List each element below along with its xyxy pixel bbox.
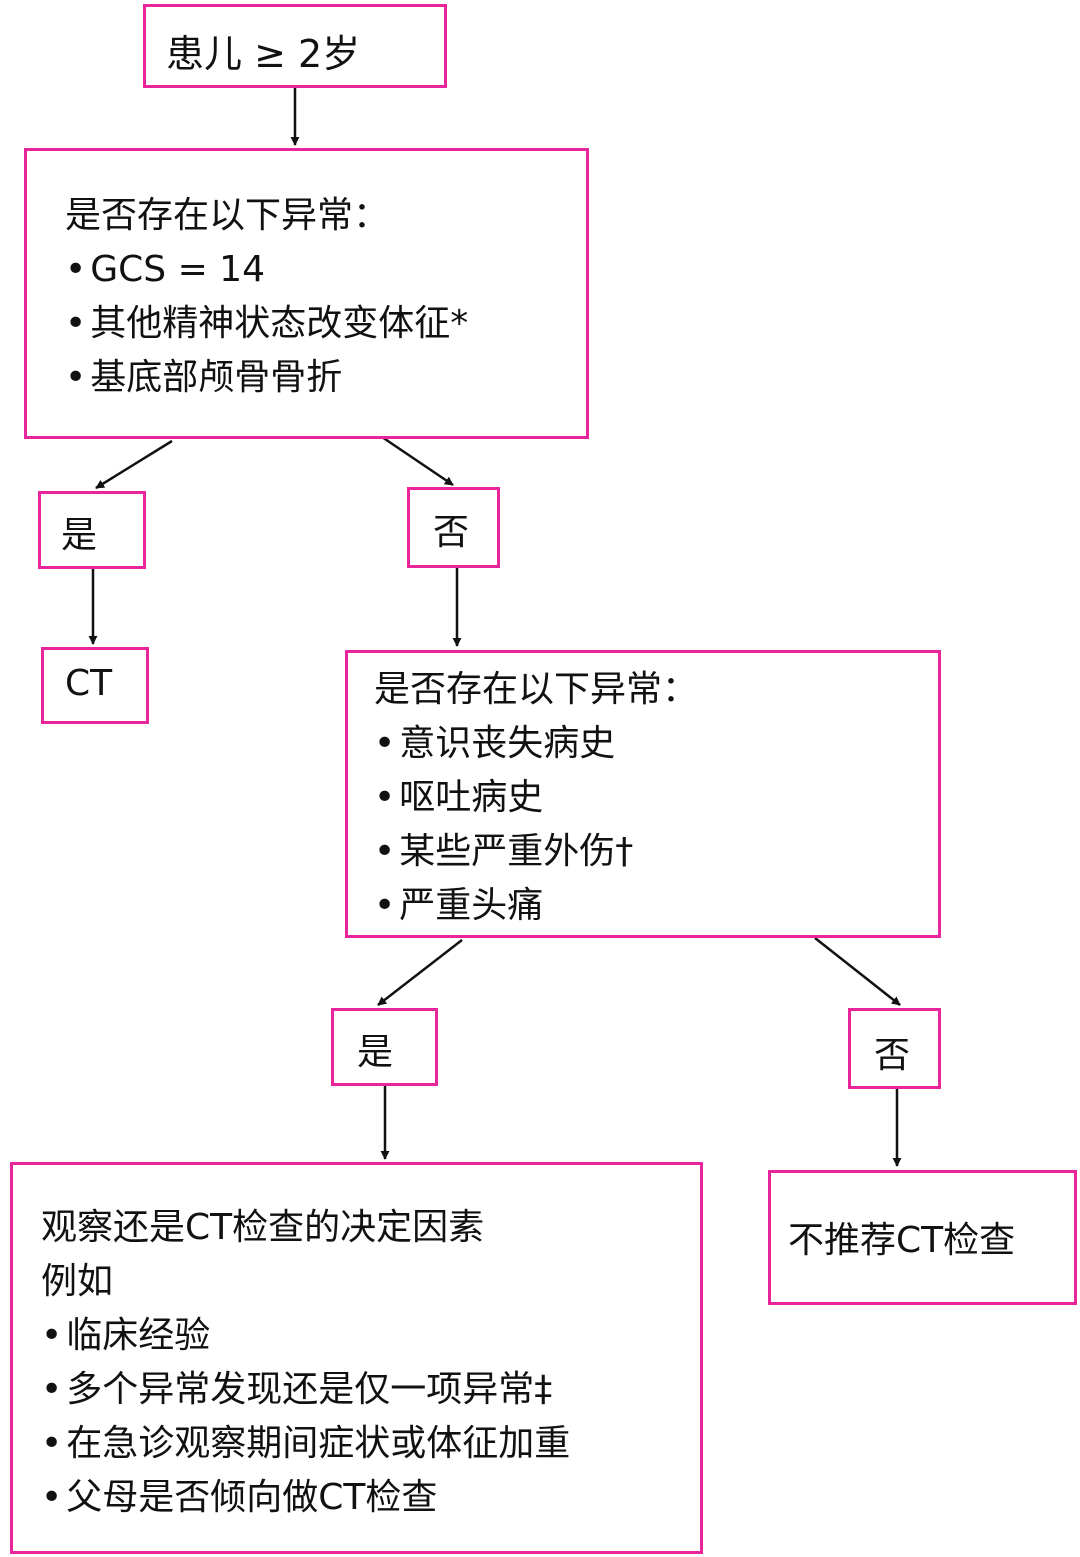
bullet: • xyxy=(65,357,87,398)
no-ct-label: 不推荐CT检查 xyxy=(788,1220,1016,1261)
observe-item: •临床经验 xyxy=(41,1309,570,1363)
question2-item-text: 严重头痛 xyxy=(399,885,544,926)
question2-item: •严重头痛 xyxy=(374,879,698,933)
no-ct-box: 不推荐CT检查 xyxy=(768,1170,1077,1305)
bullet: • xyxy=(374,831,396,872)
observe-item-text: 父母是否倾向做CT检查 xyxy=(66,1477,438,1518)
yes2-label: 是 xyxy=(357,1032,394,1073)
arrow-question1-to-no1 xyxy=(381,435,454,487)
no2-label: 否 xyxy=(874,1035,911,1076)
question2-item: •意识丧失病史 xyxy=(374,717,698,771)
question2-box: 是否存在以下异常： •意识丧失病史 •呕吐病史 •某些严重外伤† •严重头痛 xyxy=(345,650,941,938)
ct-label: CT xyxy=(65,663,113,704)
observe-item-text: 在急诊观察期间症状或体征加重 xyxy=(66,1423,571,1464)
start-box: 患儿 ≥ 2岁 xyxy=(143,4,447,88)
yes1-box: 是 xyxy=(38,491,146,569)
bullet: • xyxy=(374,885,396,926)
question1-item: •GCS = 14 xyxy=(65,243,468,297)
bullet: • xyxy=(65,303,87,344)
question2-title: 是否存在以下异常： xyxy=(374,669,699,710)
observe-item: •多个异常发现还是仅一项异常‡ xyxy=(41,1363,570,1417)
observe-box: 观察还是CT检查的决定因素 例如 •临床经验 •多个异常发现还是仅一项异常‡ •… xyxy=(10,1162,703,1554)
question1-box: 是否存在以下异常： •GCS = 14 •其他精神状态改变体征* •基底部颅骨骨… xyxy=(24,148,589,439)
question1-item-text: GCS = 14 xyxy=(90,249,265,290)
arrow-question2-to-no2 xyxy=(814,937,901,1006)
bullet: • xyxy=(374,723,396,764)
bullet: • xyxy=(41,1315,63,1356)
question1-item: •基底部颅骨骨折 xyxy=(65,351,468,405)
question2-content: 是否存在以下异常： •意识丧失病史 •呕吐病史 •某些严重外伤† •严重头痛 xyxy=(374,663,698,933)
bullet: • xyxy=(65,249,87,290)
yes2-box: 是 xyxy=(331,1008,438,1086)
observe-item-text: 多个异常发现还是仅一项异常‡ xyxy=(66,1369,553,1410)
question1-title: 是否存在以下异常： xyxy=(65,195,390,236)
observe-item-text: 临床经验 xyxy=(66,1315,211,1356)
bullet: • xyxy=(374,777,396,818)
question1-item-text: 基底部颅骨骨折 xyxy=(90,357,343,398)
observe-subtitle: 例如 xyxy=(41,1261,114,1302)
question2-item: •呕吐病史 xyxy=(374,771,698,825)
observe-content: 观察还是CT检查的决定因素 例如 •临床经验 •多个异常发现还是仅一项异常‡ •… xyxy=(41,1201,570,1525)
bullet: • xyxy=(41,1477,63,1518)
ct-box: CT xyxy=(41,647,149,724)
question1-item: •其他精神状态改变体征* xyxy=(65,297,468,351)
question2-item-text: 某些严重外伤† xyxy=(399,831,634,872)
no1-box: 否 xyxy=(407,487,500,568)
question2-item-text: 意识丧失病史 xyxy=(399,723,616,764)
yes1-label: 是 xyxy=(61,515,98,556)
observe-title: 观察还是CT检查的决定因素 xyxy=(41,1207,485,1248)
question2-item-text: 呕吐病史 xyxy=(399,777,544,818)
arrow-question2-to-yes2 xyxy=(377,939,463,1006)
no2-box: 否 xyxy=(848,1008,941,1089)
start-label: 患儿 ≥ 2岁 xyxy=(166,32,361,76)
question1-content: 是否存在以下异常： •GCS = 14 •其他精神状态改变体征* •基底部颅骨骨… xyxy=(65,189,468,405)
observe-item: •在急诊观察期间症状或体征加重 xyxy=(41,1417,570,1471)
question2-item: •某些严重外伤† xyxy=(374,825,698,879)
bullet: • xyxy=(41,1423,63,1464)
arrow-question1-to-yes1 xyxy=(95,439,173,490)
bullet: • xyxy=(41,1369,63,1410)
no1-label: 否 xyxy=(433,512,470,553)
observe-item: •父母是否倾向做CT检查 xyxy=(41,1471,570,1525)
question1-item-text: 其他精神状态改变体征* xyxy=(90,303,469,344)
